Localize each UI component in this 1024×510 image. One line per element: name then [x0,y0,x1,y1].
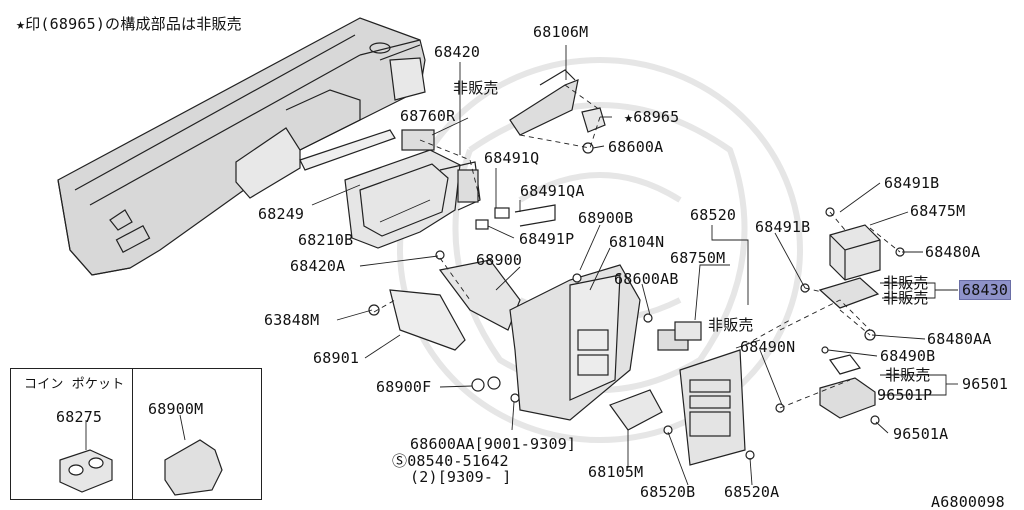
part-label-68520A[interactable]: 68520A [724,483,780,501]
part-qty-08540: (2)[9309- ] [410,468,512,486]
part-68491QA-shape [514,204,556,227]
part-68430-shape [818,277,880,309]
part-label-68520B[interactable]: 68520B [640,483,696,501]
part-label-68900[interactable]: 68900 [476,251,523,269]
part-label-68900F[interactable]: 68900F [376,378,432,396]
part-label-68430-highlighted[interactable]: 68430 [959,280,1012,300]
not-for-sale-label: 非販売 [885,366,931,384]
part-label-68491B-lower[interactable]: 68491B [755,218,811,236]
part-label-68475M[interactable]: 68475M [910,202,966,220]
inset-divider [132,369,133,499]
part-label-63848M[interactable]: 63848M [264,311,320,329]
part-label-68600AA[interactable]: 68600AA[9001-9309] [410,435,577,453]
part-label-68275[interactable]: 68275 [56,408,103,426]
part-label-68491B-upper[interactable]: 68491B [884,174,940,192]
part-68901-shape [389,289,466,351]
not-for-sale-label: 非販売 [883,274,929,292]
part-68249-shape [299,129,396,171]
part-68760R-shape [401,129,435,151]
inset-title: コイン ポケット [24,377,125,392]
part-label-68900B[interactable]: 68900B [578,209,634,227]
part-label-68210B[interactable]: 68210B [298,231,354,249]
part-label-68900M[interactable]: 68900M [148,400,204,418]
part-label-08540-51642[interactable]: Ⓢ08540-51642 [392,452,509,470]
part-label-68420[interactable]: 68420 [434,43,481,61]
part-label-96501A[interactable]: 96501A [893,425,949,443]
part-label-68420A[interactable]: 68420A [290,257,346,275]
part-68491Q-shape [494,207,510,219]
part-68105M-shape [609,389,663,431]
part-label-68491Q[interactable]: 68491Q [484,149,540,167]
part-68104N-shape [509,264,641,421]
part-68475M-shape [829,224,881,281]
leader-lines [311,45,958,486]
part-96501-shape [819,354,876,419]
part-label-68490B[interactable]: 68490B [880,347,936,365]
header-note: ★印(68965)の構成部品は非販売 [16,15,242,33]
part-label-68104N[interactable]: 68104N [609,233,665,251]
part-label-68760R[interactable]: 68760R [400,107,456,125]
part-68106M-shape [509,69,606,136]
part-label-68491P[interactable]: 68491P [519,230,575,248]
part-label-68901[interactable]: 68901 [313,349,360,367]
coin-pocket-inset [10,368,262,500]
not-for-sale-label: 非販売 [708,316,754,334]
highlight-68430[interactable]: 68430 [959,280,1012,300]
dashboard-panel [57,17,426,276]
part-label-96501P[interactable]: 96501P [877,386,933,404]
part-label-68249[interactable]: 68249 [258,205,305,223]
part-68520-shape [679,349,746,466]
part-label-96501[interactable]: 96501 [962,375,1009,393]
part-label-68480A[interactable]: 68480A [925,243,981,261]
not-for-sale-label: 非販売 [883,289,929,307]
drawing-id: A6800098 [931,493,1005,510]
part-68750M-shape [657,321,702,351]
part-label-68600A[interactable]: 68600A [608,138,664,156]
part-label-68106M[interactable]: 68106M [533,23,589,41]
part-68210B-shape [344,149,481,249]
part-label-68490N[interactable]: 68490N [740,338,796,356]
part-label-68520[interactable]: 68520 [690,206,737,224]
assembly-lines [373,84,901,409]
part-label-68750M[interactable]: 68750M [670,249,726,267]
not-for-sale-label: 非販売 [453,79,499,97]
inset-artwork [59,414,223,496]
part-label-68600AB[interactable]: 68600AB [614,270,679,288]
part-68491P-shape [475,219,489,230]
fasteners [368,207,905,460]
part-label-68480AA[interactable]: 68480AA [927,330,992,348]
part-label-68105M[interactable]: 68105M [588,463,644,481]
part-label-68491QA[interactable]: 68491QA [520,182,585,200]
part-label-68965[interactable]: ★68965 [624,108,680,126]
